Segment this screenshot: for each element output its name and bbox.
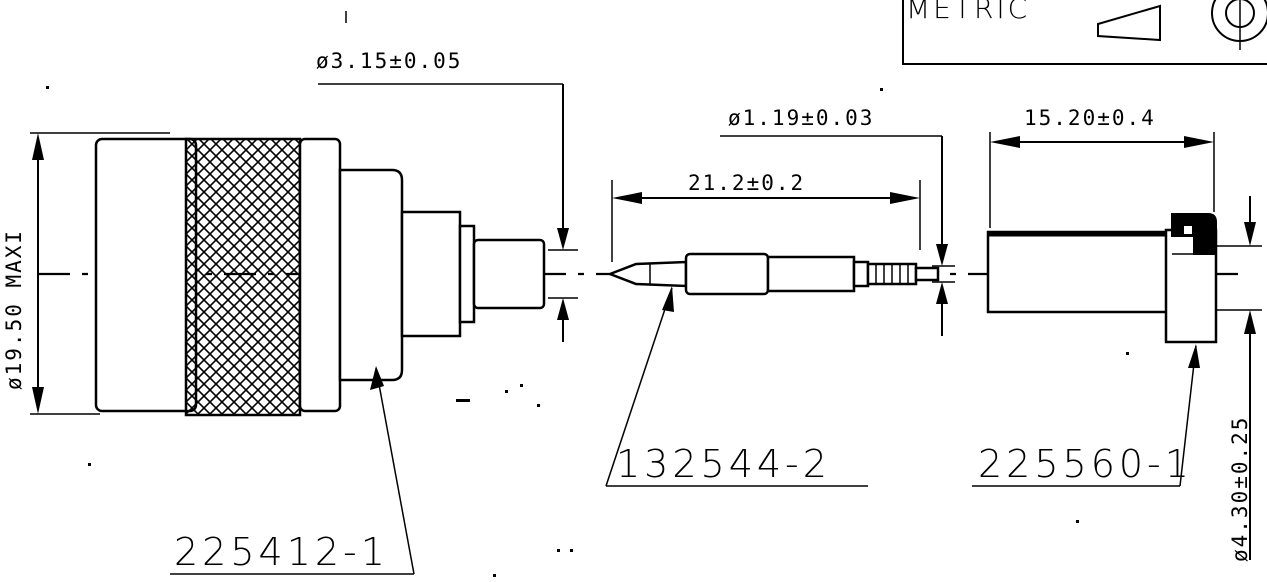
part-number-ferrule: 225560-1 (978, 442, 1193, 486)
contact-132544-2 (606, 252, 940, 296)
projection-symbol-cone-icon (1097, 4, 1161, 42)
callout-225560-1: 225560-1 (972, 344, 1200, 487)
dimension-label-contact-diameter: ø1.19±0.03 (728, 106, 874, 130)
dimension-label-contact-length: 21.2±0.2 (688, 171, 805, 195)
title-block-label: METRIC (906, 0, 1030, 25)
dimension-ferrule-diameter: ø4.30±0.25 (1216, 196, 1262, 562)
dimension-connector-diameter: ø19.50 MAXI (2, 132, 170, 415)
scan-specks (46, 86, 1129, 577)
callout-132544-2: 132544-2 (605, 286, 868, 487)
dimension-contact-diameter: ø1.19±0.03 (720, 106, 955, 336)
projection-symbol-circle-icon (1211, 0, 1267, 50)
part-number-connector: 225412-1 (174, 530, 389, 574)
part-number-contact: 132544-2 (616, 442, 831, 486)
dimension-pin-diameter: ø3.15±0.05 (316, 49, 578, 342)
dimension-label-ferrule-length: 15.20±0.4 (1024, 106, 1156, 130)
contact-crimp-barrel (866, 262, 918, 286)
connector-225412-1 (94, 137, 546, 417)
dimension-label-ferrule-diameter: ø4.30±0.25 (1228, 416, 1252, 562)
dimension-ferrule-length: 15.20±0.4 (989, 106, 1215, 228)
knurled-ring (184, 137, 302, 417)
callout-225412-1: 225412-1 (170, 366, 415, 575)
ferrule-225560-1 (986, 213, 1218, 344)
dimension-label-connector-diameter: ø19.50 MAXI (2, 229, 26, 390)
dimension-contact-length: 21.2±0.2 (611, 171, 921, 262)
dimension-label-pin-diameter: ø3.15±0.05 (316, 49, 462, 73)
title-block: METRIC (902, 0, 1267, 65)
